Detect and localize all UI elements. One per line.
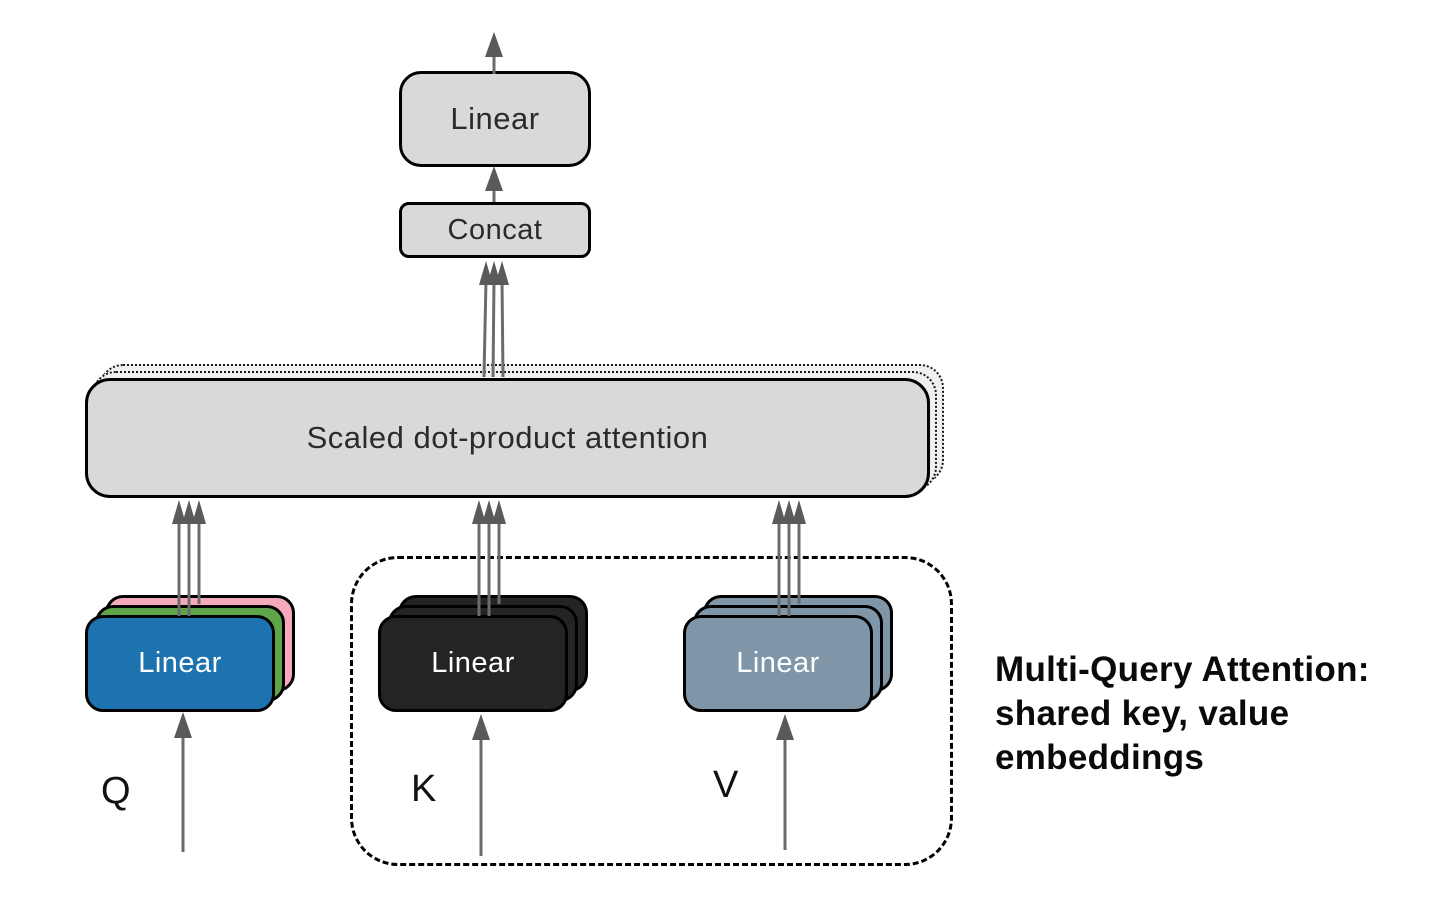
output-linear-box: Linear [399, 71, 591, 167]
key-linear-box: Linear [378, 615, 568, 712]
query-linear-label: Linear [138, 647, 222, 679]
query-input-arrow [174, 712, 192, 852]
attention-box: Scaled dot-product attention [85, 378, 930, 498]
concat-box: Concat [399, 202, 591, 258]
concat-label: Concat [447, 213, 543, 246]
output-linear-label: Linear [450, 101, 540, 136]
key-input-label: K [411, 768, 438, 810]
attention-label: Scaled dot-product attention [306, 420, 709, 455]
annotation-text: Multi-Query Attention: shared key, value… [995, 648, 1435, 780]
value-linear-box: Linear [683, 615, 873, 712]
annotation-line: Multi-Query Attention: [995, 650, 1370, 689]
value-input-label: V [713, 764, 740, 806]
annotation-line: embeddings [995, 738, 1205, 777]
annotation-line: shared key, value [995, 694, 1290, 733]
query-linear-box: Linear [85, 615, 275, 712]
attention-to-concat-arrows [479, 261, 509, 378]
output-arrow [485, 32, 503, 74]
concat-to-linear-arrow [485, 166, 503, 202]
shared-kv-dashed-group [350, 556, 953, 866]
query-input-label: Q [101, 770, 132, 812]
value-linear-label: Linear [736, 647, 820, 679]
key-linear-label: Linear [431, 647, 515, 679]
